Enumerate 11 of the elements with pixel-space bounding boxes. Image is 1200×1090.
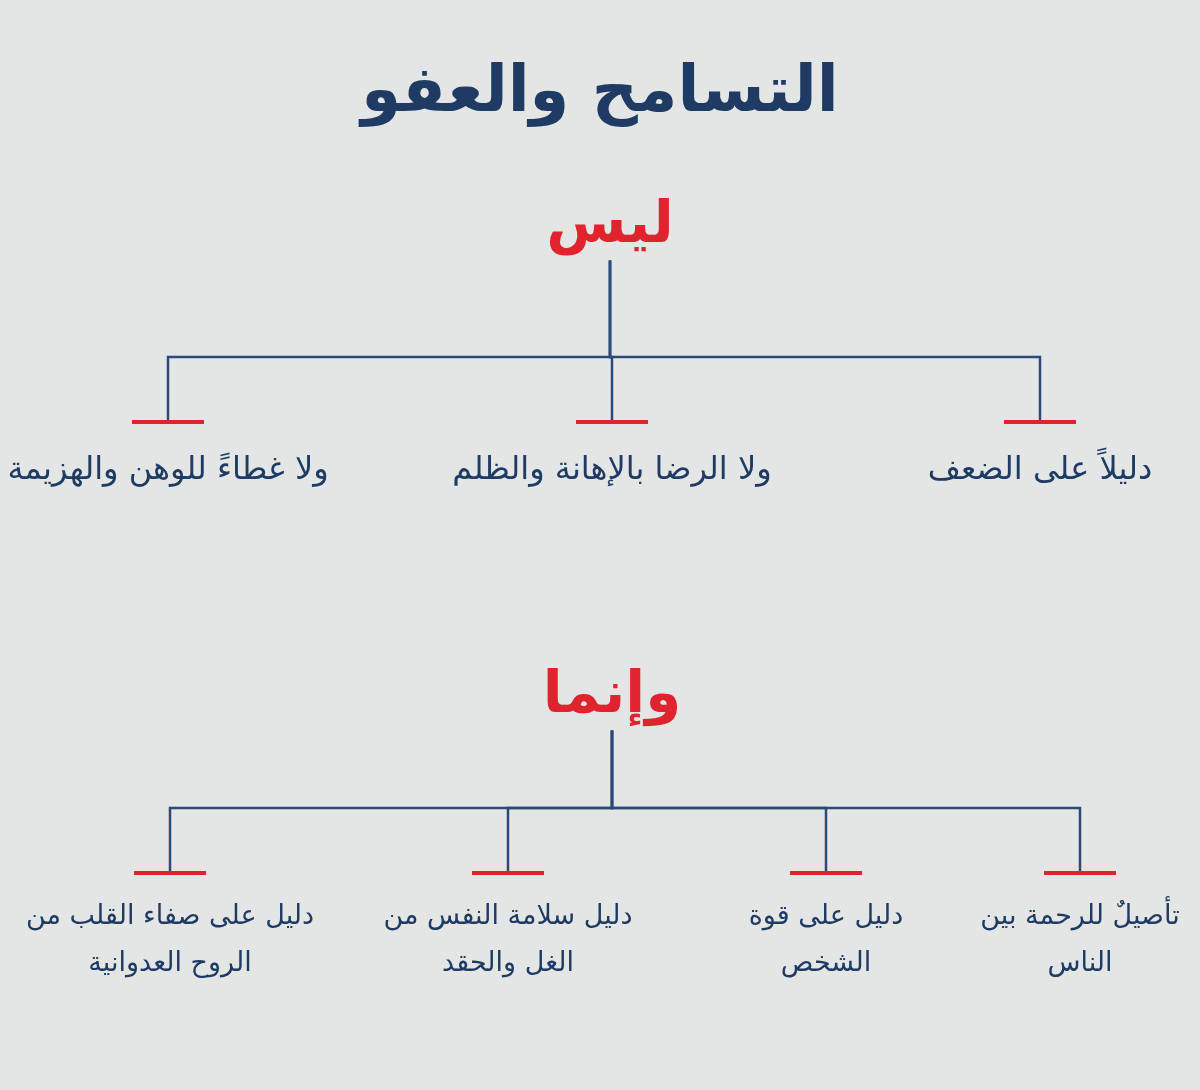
branch-text: ولا الرضا بالإهانة والظلم (451, 448, 773, 489)
branch-text: دليلاً على الضعف (926, 446, 1154, 489)
branch-text: تأصيلٌ للرحمة بين الناس (970, 891, 1190, 986)
connector-line (132, 260, 612, 424)
branch-text: ولا غطاءً للوهن والهزيمة (6, 448, 330, 489)
branch-text: دليل على صفاء القلب من الروح العدوانية (24, 898, 316, 980)
heading-text: ليس (546, 185, 674, 261)
heading-text: وإنما (542, 655, 682, 731)
connector-line (134, 730, 614, 875)
branch-text: دليل على قوة الشخص (747, 898, 905, 980)
branch-text: دليل سلامة النفس من الغل والحقد (382, 898, 634, 980)
